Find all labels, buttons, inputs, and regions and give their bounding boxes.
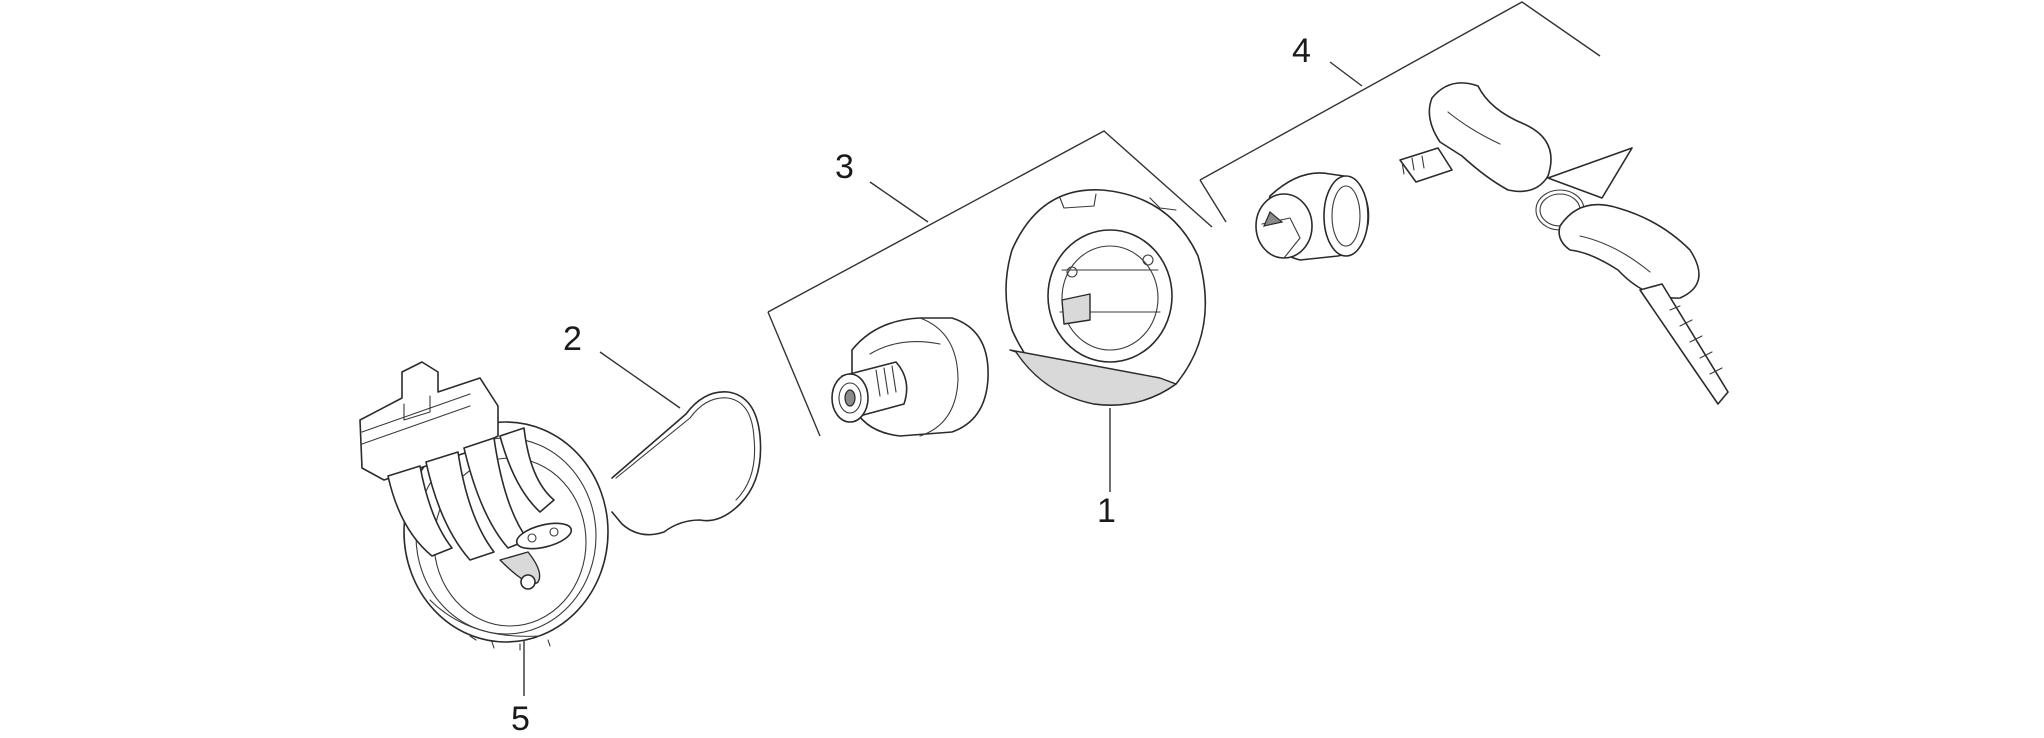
leader-lines	[523, 1, 1601, 696]
callout-1: 1	[1097, 492, 1116, 530]
callout-5: 5	[511, 700, 530, 738]
callout-3: 3	[835, 148, 854, 186]
part-5-connector-base	[359, 361, 609, 651]
part-2-wire-spring	[611, 391, 762, 536]
part-4-cylinder-and-keys	[1255, 82, 1729, 405]
part-1-mounting-ring	[1005, 189, 1207, 406]
callout-4: 4	[1292, 32, 1311, 70]
callout-2: 2	[563, 320, 582, 358]
part-3-lock-housing	[831, 317, 989, 437]
